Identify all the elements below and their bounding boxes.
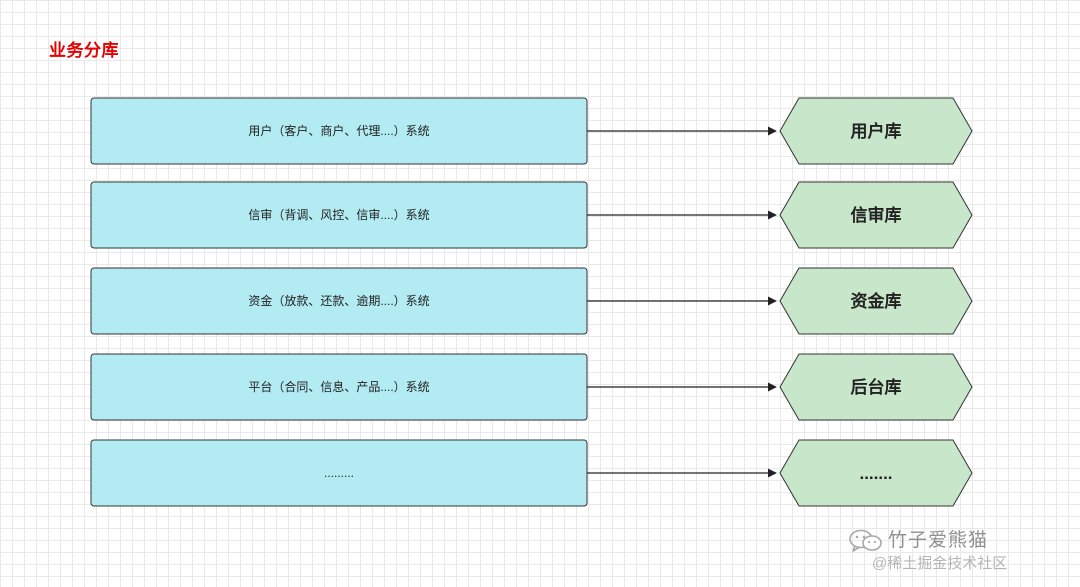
database-label: 资金库 xyxy=(851,291,902,311)
database-hexagon[interactable] xyxy=(779,267,973,335)
database-hexagon[interactable] xyxy=(779,181,973,249)
flow-row: ......... ....... xyxy=(90,439,973,507)
system-label: 平台（合同、信息、产品....）系统 xyxy=(248,379,429,394)
system-label: 用户（客户、商户、代理....）系统 xyxy=(248,123,429,138)
system-label: ......... xyxy=(324,466,354,480)
database-label: 用户库 xyxy=(851,121,902,141)
page-title: 业务分库 xyxy=(49,41,119,60)
watermark-sub: @稀土掘金技术社区 xyxy=(872,555,1008,572)
watermark: 竹子爱熊猫 @稀土掘金技术社区 xyxy=(848,525,1068,577)
flow-row: 平台（合同、信息、产品....）系统 后台库 xyxy=(90,353,973,421)
wechat-icon xyxy=(848,529,884,558)
flow-row: 资金（放款、还款、逾期....）系统 资金库 xyxy=(90,267,973,335)
database-label: 后台库 xyxy=(851,377,902,397)
database-label: ....... xyxy=(859,464,892,483)
database-hexagon[interactable] xyxy=(779,439,973,507)
flow-row: 信审（背调、风控、信审....）系统 信审库 xyxy=(90,181,973,249)
system-label: 资金（放款、还款、逾期....）系统 xyxy=(248,293,429,308)
system-label: 信审（背调、风控、信审....）系统 xyxy=(248,207,429,222)
flow-row: 用户（客户、商户、代理....）系统 用户库 xyxy=(90,97,973,165)
database-hexagon[interactable] xyxy=(779,97,973,165)
database-hexagon[interactable] xyxy=(779,353,973,421)
watermark-name: 竹子爱熊猫 xyxy=(888,530,989,551)
database-label: 信审库 xyxy=(851,205,902,225)
